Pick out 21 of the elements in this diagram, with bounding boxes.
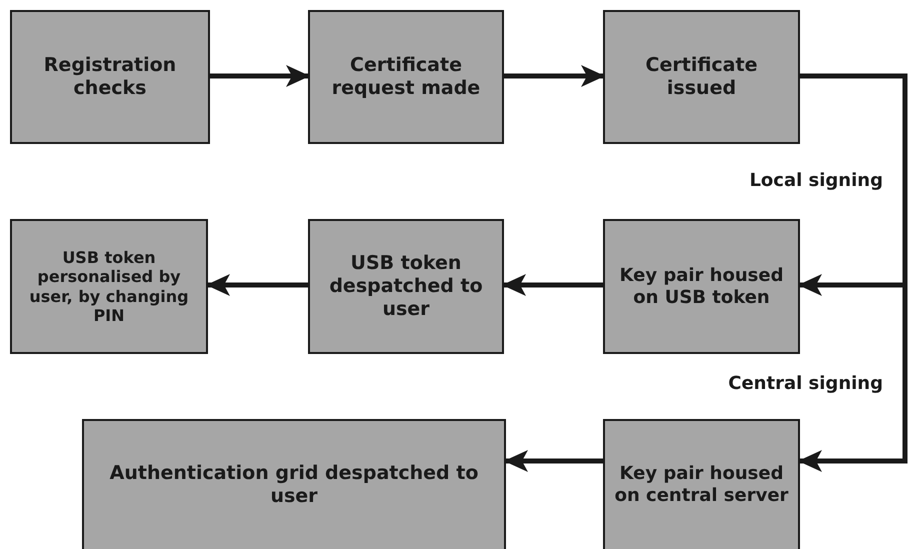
arrow — [504, 65, 605, 87]
box-label: Certificate issued — [644, 54, 758, 100]
arrow — [210, 65, 310, 87]
box-label: USB token personalised by user, by changing PIN — [28, 248, 190, 325]
box-label: Key pair housed on USB token — [618, 264, 784, 308]
box-label: Authentication grid despatched to user — [108, 462, 480, 508]
box-label: Registration checks — [42, 54, 178, 100]
box-label: Key pair housed on central server — [614, 463, 790, 507]
process-box — [603, 10, 800, 144]
process-box — [308, 10, 504, 144]
process-box — [603, 419, 800, 549]
process-box — [308, 219, 504, 354]
box-label: USB token despatched to user — [328, 252, 484, 321]
arrow — [504, 450, 603, 472]
process-box — [10, 10, 210, 144]
process-box — [82, 419, 506, 549]
arrow — [206, 274, 308, 296]
process-box — [603, 219, 800, 354]
box-label: Certificate request made — [330, 54, 482, 100]
process-box — [10, 219, 208, 354]
arrow — [502, 274, 603, 296]
